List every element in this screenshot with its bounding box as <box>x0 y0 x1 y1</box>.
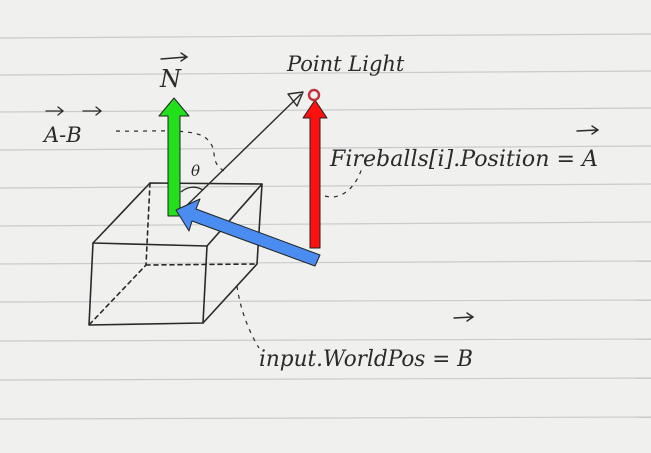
diff-vector-marks <box>45 106 103 116</box>
fireball-position-label: Fireballs[i].Position = A <box>329 147 598 172</box>
ruled-lines <box>0 33 651 420</box>
leader-line-diff <box>115 130 227 173</box>
light-position-arrow <box>302 99 328 249</box>
normal-label: N <box>159 65 182 93</box>
normal-vector-mark <box>160 52 189 62</box>
point-light-icon <box>307 88 321 102</box>
cube-sketch <box>88 182 263 326</box>
diff-label: A-B <box>42 123 82 147</box>
point-light-label: Point Light <box>286 52 405 76</box>
world-pos-label: input.WorldPos = B <box>259 347 473 372</box>
leader-line-fireball <box>324 167 363 198</box>
light-direction-line <box>177 93 302 215</box>
theta-label: θ <box>191 162 200 180</box>
normal-arrow <box>158 97 190 217</box>
diff-arrow <box>175 198 321 267</box>
world-pos-vector-mark <box>453 312 475 322</box>
fireball-vector-mark <box>576 125 600 135</box>
light-direction-arrowhead <box>287 91 304 107</box>
theta-arc <box>180 186 204 193</box>
